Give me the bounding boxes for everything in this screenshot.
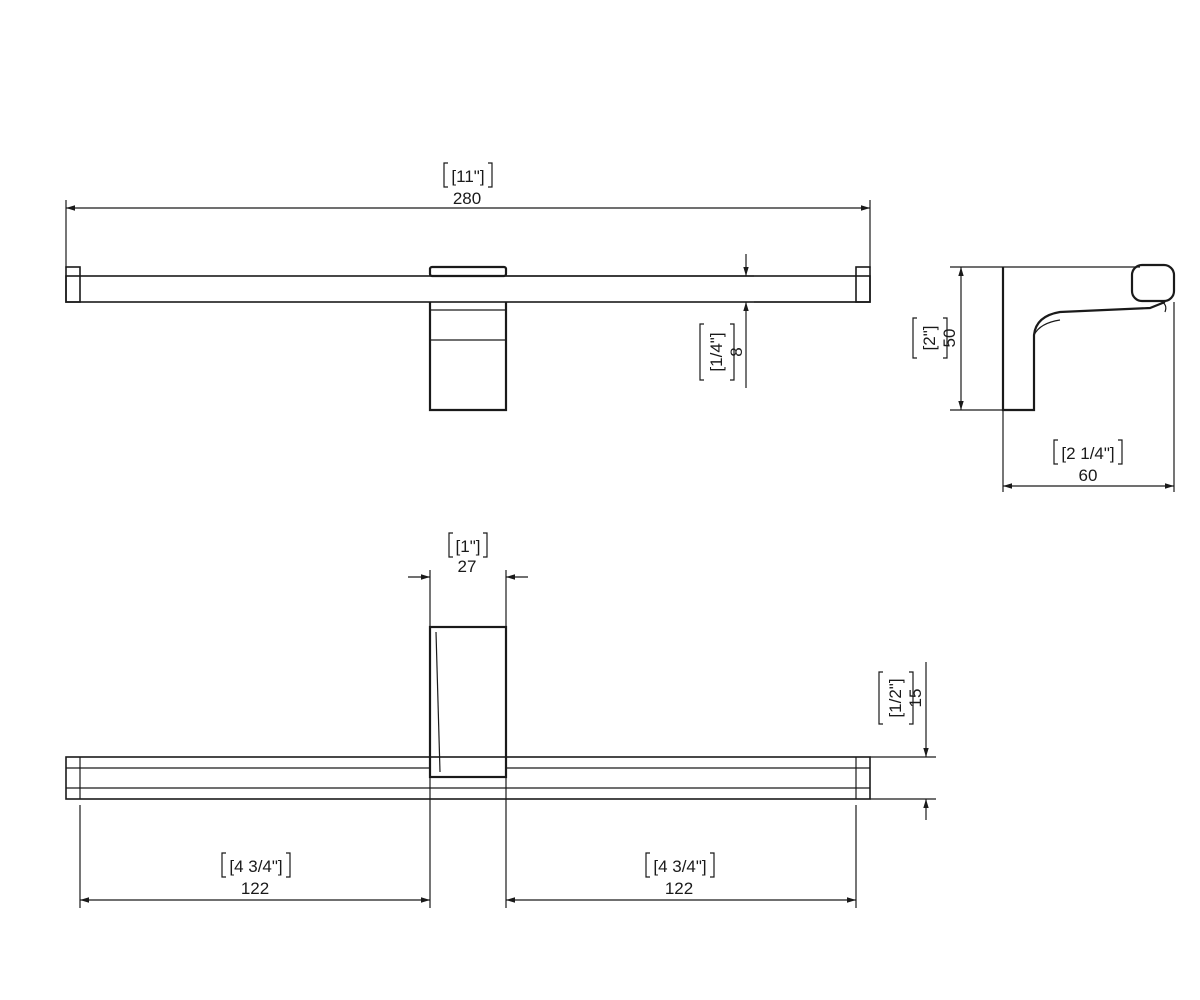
dim-right-span-inch: [4 3/4"]	[653, 857, 706, 876]
top-view: [1"] 27 [1/2"] 15 [4 3/4"] 122	[65, 532, 936, 908]
dim-bar-depth-inch: [1/2"]	[886, 678, 905, 717]
front-bar	[65, 275, 871, 303]
top-mount	[428, 625, 508, 779]
dim-side-height-inch: [2"]	[920, 326, 939, 351]
dim-mount-width-inch: [1"]	[456, 537, 481, 556]
dim-bar-depth-mm: 15	[906, 689, 925, 708]
front-end-cap-left	[65, 266, 81, 303]
top-bar	[65, 756, 871, 800]
dim-thickness: [1/4"] 8	[506, 254, 870, 388]
dim-left-span: [4 3/4"] 122	[79, 777, 431, 908]
dim-side-depth: [2 1/4"] 60	[1002, 302, 1175, 492]
dim-overall-width-inch: [11"]	[451, 167, 484, 186]
dim-left-span-mm: 122	[241, 879, 269, 898]
dim-overall-width: [11"] 280	[65, 162, 871, 268]
front-view: [11"] 280 [1/4"] 8	[65, 162, 871, 412]
side-profile	[1001, 263, 1176, 412]
front-end-cap-right	[855, 266, 871, 303]
dim-thickness-mm: 8	[727, 347, 746, 356]
dim-right-span-mm: 122	[665, 879, 693, 898]
dim-overall-width-mm: 280	[453, 189, 481, 208]
dim-left-span-inch: [4 3/4"]	[229, 857, 282, 876]
dim-right-span: [4 3/4"] 122	[505, 777, 857, 908]
dim-side-depth-mm: 60	[1079, 466, 1098, 485]
front-mount	[428, 265, 508, 412]
dim-bar-depth: [1/2"] 15	[870, 662, 936, 820]
dim-side-height: [2"] 50	[912, 266, 1003, 411]
dim-thickness-inch: [1/4"]	[707, 332, 726, 371]
dim-side-height-mm: 50	[940, 329, 959, 348]
side-view: [2"] 50 [2 1/4"] 60	[912, 263, 1176, 492]
dim-side-depth-inch: [2 1/4"]	[1061, 444, 1114, 463]
dim-mount-width-mm: 27	[458, 557, 477, 576]
dim-mount-width: [1"] 27	[408, 532, 528, 627]
